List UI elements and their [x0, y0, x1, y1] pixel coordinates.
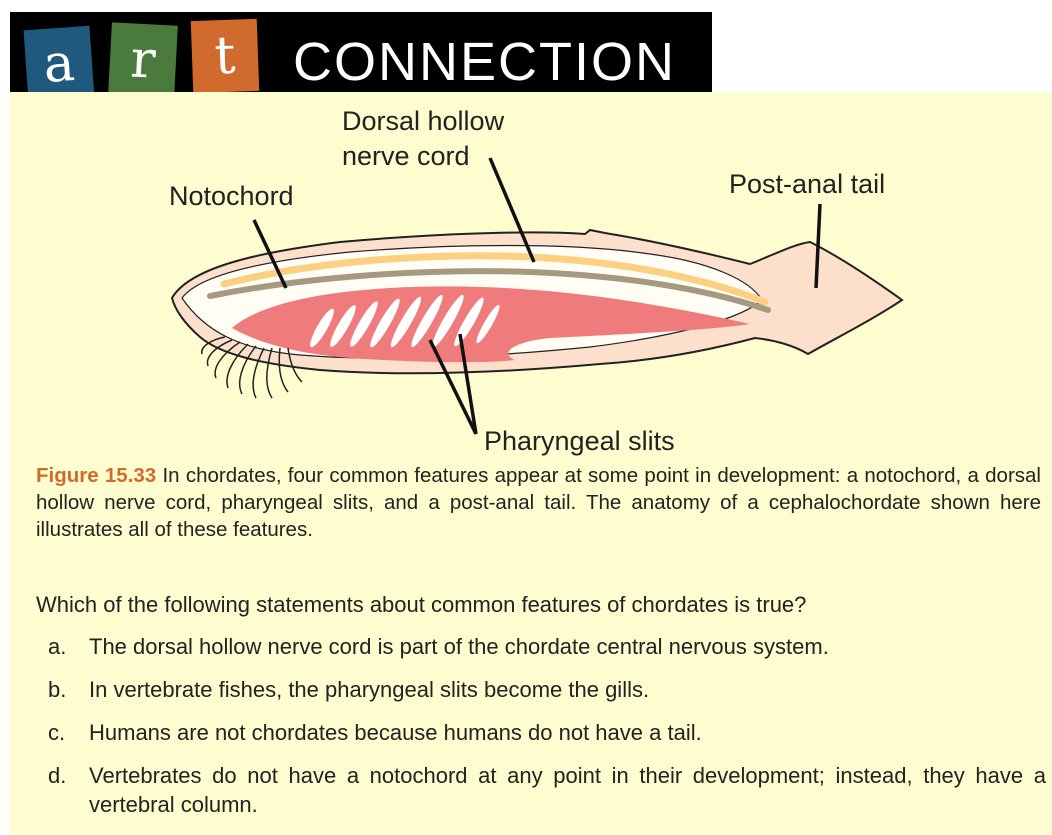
- option-text: The dorsal hollow nerve cord is part of …: [89, 632, 1046, 661]
- caption-text: In chordates, four common features appea…: [36, 464, 1041, 541]
- answer-options: a. The dorsal hollow nerve cord is part …: [36, 632, 1046, 833]
- option-letter: c.: [48, 718, 65, 747]
- option-letter: a.: [48, 632, 66, 661]
- art-connection-banner: a r t CONNECTION: [10, 12, 712, 92]
- cephalochordate-diagram: [10, 92, 1052, 462]
- option-text: In vertebrate fishes, the pharyngeal sli…: [89, 675, 1046, 704]
- question-text: Which of the following statements about …: [36, 592, 1041, 618]
- banner-tile-t: t: [191, 19, 259, 93]
- content-panel: Notochord Dorsal hollow nerve cord Post-…: [10, 92, 1052, 835]
- option-a: a. The dorsal hollow nerve cord is part …: [36, 632, 1046, 661]
- option-letter: d.: [48, 761, 66, 790]
- label-post-anal-tail: Post-anal tail: [729, 169, 885, 200]
- option-letter: b.: [48, 675, 66, 704]
- option-d: d. Vertebrates do not have a notochord a…: [36, 761, 1046, 819]
- label-notochord: Notochord: [169, 181, 294, 212]
- option-c: c. Humans are not chordates because huma…: [36, 718, 1046, 747]
- figure-number: Figure 15.33: [36, 464, 156, 487]
- banner-tile-r: r: [108, 22, 178, 97]
- label-pharyngeal-slits: Pharyngeal slits: [484, 426, 675, 457]
- figure-caption: Figure 15.33 In chordates, four common f…: [36, 462, 1041, 543]
- option-b: b. In vertebrate fishes, the pharyngeal …: [36, 675, 1046, 704]
- label-dorsal-nerve-cord: Dorsal hollow nerve cord: [342, 104, 504, 174]
- option-text: Humans are not chordates because humans …: [89, 718, 1046, 747]
- banner-title: CONNECTION: [293, 32, 676, 92]
- option-text: Vertebrates do not have a notochord at a…: [89, 761, 1046, 819]
- banner-tile-a: a: [24, 26, 95, 102]
- chordate-figure: Notochord Dorsal hollow nerve cord Post-…: [10, 92, 1052, 462]
